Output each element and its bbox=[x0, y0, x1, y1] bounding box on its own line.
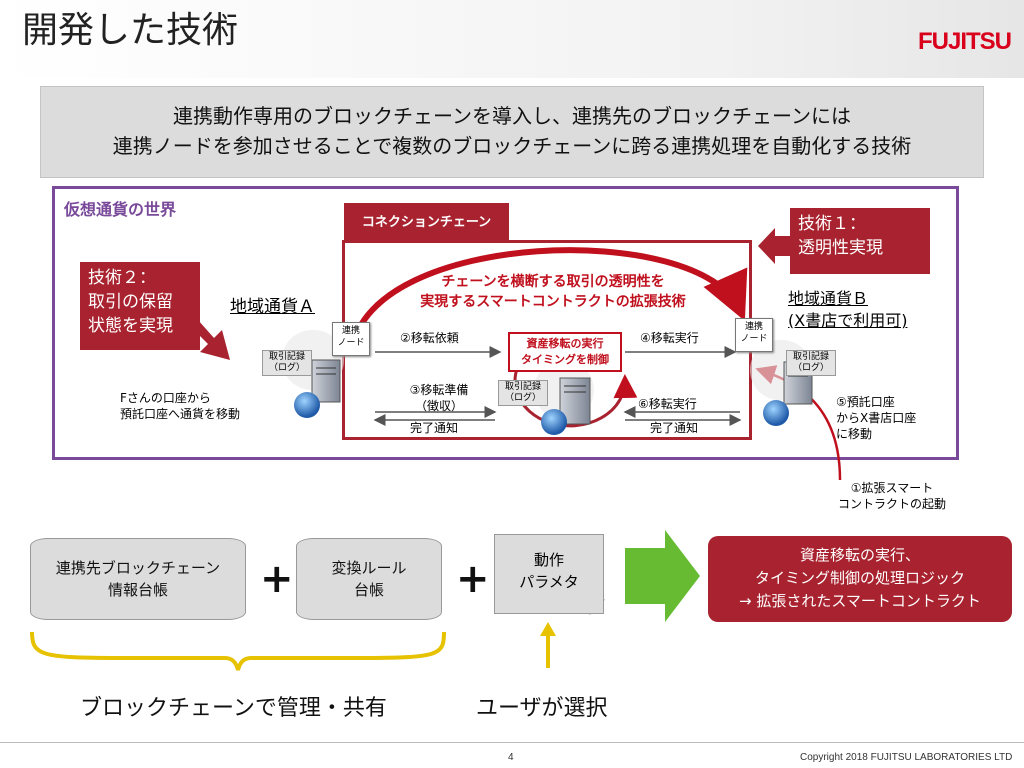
extension-arc bbox=[349, 247, 748, 351]
record-text: 取引記録 bbox=[504, 382, 541, 392]
step1-line: ①拡張スマート bbox=[850, 481, 934, 495]
tech1-arrow bbox=[758, 228, 790, 264]
step1-line: コントラクトの起動 bbox=[838, 497, 947, 511]
tech1-box: 技術１： 透明性実現 bbox=[790, 208, 930, 274]
step5-line: に移動 bbox=[836, 427, 873, 441]
copyright: Copyright 2018 FUJITSU LABORATORIES LTD bbox=[800, 752, 1013, 763]
record-left: 取引記録 （ログ） bbox=[262, 350, 312, 376]
tech2-text: 取引の保留 bbox=[88, 292, 173, 312]
step5-label: ⑤預託口座 からX書店口座 に移動 bbox=[836, 394, 916, 442]
tech1-text: 透明性実現 bbox=[798, 238, 883, 258]
node-text: 連携 bbox=[341, 326, 360, 336]
f-line: 預託口座へ通貨を移動 bbox=[120, 407, 241, 421]
extension-line: 実現するスマートコントラクトの拡張技術 bbox=[420, 294, 686, 310]
node-text: ノード bbox=[337, 338, 365, 348]
step2-label: ②移転依頼 bbox=[400, 331, 459, 345]
tech2-title: 技術２： bbox=[88, 268, 156, 288]
region-b-label: 地域通貨Ｂ (X書店で利用可) bbox=[788, 288, 907, 332]
step5-line: からX書店口座 bbox=[836, 411, 917, 425]
title-band bbox=[0, 0, 1024, 78]
result-line: タイミング制御の処理ロジック bbox=[754, 569, 965, 587]
node-text: 連携 bbox=[744, 322, 763, 332]
result-line: 資産移転の実行、 bbox=[799, 546, 920, 564]
record-text: 取引記録 bbox=[792, 352, 829, 362]
tech2-box: 技術２： 取引の保留 状態を実現 bbox=[80, 262, 200, 350]
link-node-right: 連携 ノード bbox=[735, 318, 773, 352]
ledger-line: 連携先ブロックチェーン bbox=[55, 559, 221, 577]
param-line: パラメタ bbox=[519, 573, 579, 591]
f-account-note: Fさんの口座から 預託口座へ通貨を移動 bbox=[120, 390, 240, 422]
summary-line: 連携動作専用のブロックチェーンを導入し、連携先のブロックチェーンには bbox=[173, 104, 851, 128]
record-text: （ログ） bbox=[504, 393, 541, 403]
record-text: 取引記録 bbox=[268, 352, 305, 362]
green-arrow bbox=[625, 530, 700, 622]
step3-label: ③移転準備 （徴収） bbox=[404, 382, 474, 414]
user-select-text: ユーザが選択 bbox=[476, 696, 608, 721]
ledger-line: 台帳 bbox=[353, 581, 384, 599]
page-number: 4 bbox=[508, 752, 514, 763]
f-line: Fさんの口座から bbox=[120, 391, 211, 405]
page-title: 開発した技術 bbox=[22, 10, 239, 51]
world-label: 仮想通貨の世界 bbox=[64, 200, 177, 219]
record-center: 取引記録 （ログ） bbox=[498, 380, 548, 406]
ledger-linked-blockchain: 連携先ブロックチェーン 情報台帳 bbox=[30, 538, 246, 620]
tech2-arrow bbox=[192, 320, 230, 360]
ledger-conversion-rule: 変換ルール 台帳 bbox=[296, 538, 442, 620]
timing-line: 資産移転の実行 bbox=[526, 337, 604, 350]
record-text: （ログ） bbox=[268, 363, 305, 373]
timing-control-box: 資産移転の実行 タイミングを制御 bbox=[508, 332, 622, 372]
step6-label: ⑥移転実行 bbox=[638, 397, 697, 411]
summary-line: 連携ノードを参加させることで複数のブロックチェーンに跨る連携処理を自動化する技術 bbox=[112, 134, 912, 158]
fujitsu-logo: FUJITSU bbox=[918, 28, 1012, 55]
tech1-title: 技術１： bbox=[798, 214, 866, 234]
summary-box: 連携動作専用のブロックチェーンを導入し、連携先のブロックチェーンには 連携ノード… bbox=[40, 86, 984, 178]
extension-line: チェーンを横断する取引の透明性を bbox=[441, 274, 665, 290]
node-text: ノード bbox=[740, 334, 768, 344]
plus-sign: + bbox=[260, 556, 294, 602]
operation-parameter-box: 動作 パラメタ bbox=[494, 534, 604, 614]
yellow-brace bbox=[30, 631, 446, 671]
step3-done-label: 完了通知 bbox=[410, 421, 459, 435]
virtual-currency-world-frame bbox=[52, 186, 959, 460]
server-center-icon bbox=[534, 360, 594, 435]
region-b-line: 地域通貨Ｂ bbox=[788, 289, 869, 308]
timing-line: タイミングを制御 bbox=[521, 353, 609, 366]
footer-divider bbox=[0, 742, 1024, 743]
region-b-line: (X書店で利用可) bbox=[788, 311, 908, 330]
shared-management-text: ブロックチェーンで管理・共有 bbox=[80, 696, 387, 721]
record-right: 取引記録 （ログ） bbox=[786, 350, 836, 376]
link-node-left: 連携 ノード bbox=[332, 322, 370, 356]
region-a-label: 地域通貨Ａ bbox=[230, 297, 315, 317]
step6-done-label: 完了通知 bbox=[650, 421, 699, 435]
ledger-line: 変換ルール bbox=[331, 559, 407, 577]
step3-line: ③移転準備 bbox=[409, 383, 469, 397]
step4-label: ④移転実行 bbox=[640, 331, 699, 345]
tech2-text: 状態を実現 bbox=[88, 316, 173, 336]
param-line: 動作 bbox=[533, 551, 564, 569]
plus-sign: + bbox=[456, 556, 490, 602]
record-text: （ログ） bbox=[792, 363, 829, 373]
result-logic-box: 資産移転の実行、 タイミング制御の処理ロジック → 拡張されたスマートコントラク… bbox=[708, 536, 1012, 622]
connection-chain-label: コネクションチェーン bbox=[344, 203, 509, 243]
step5-line: ⑤預託口座 bbox=[836, 395, 895, 409]
result-line: → 拡張されたスマートコントラクト bbox=[739, 592, 981, 610]
ledger-line: 情報台帳 bbox=[107, 581, 168, 599]
step1-label: ①拡張スマート コントラクトの起動 bbox=[838, 480, 946, 512]
step3-line: （徴収） bbox=[414, 399, 463, 413]
extension-tech-text: チェーンを横断する取引の透明性を 実現するスマートコントラクトの拡張技術 bbox=[388, 272, 718, 312]
